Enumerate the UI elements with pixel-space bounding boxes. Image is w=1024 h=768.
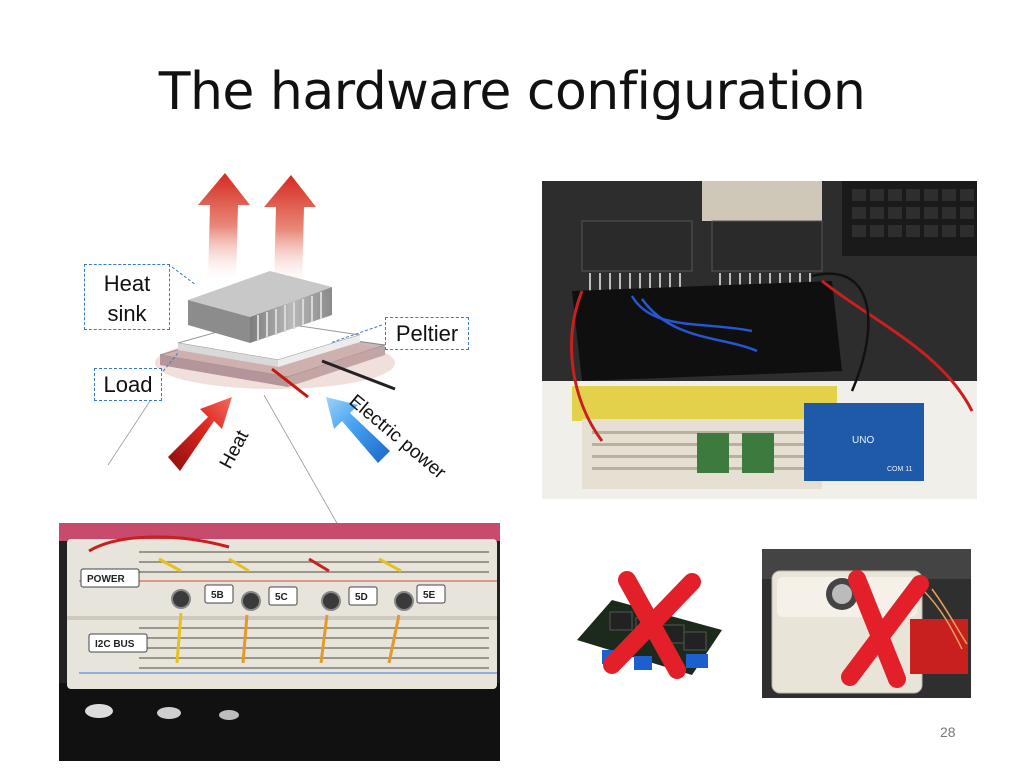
reject-mark-relay [603, 571, 701, 679]
arduino-board-label: UNO [852, 435, 874, 446]
power-label: POWER [87, 574, 126, 585]
heat-sink-graphic [188, 271, 332, 343]
setup-photo-graphic: UNO COM 11 [542, 181, 977, 499]
page-number: 28 [940, 724, 956, 740]
port-label-5d: 5D [355, 592, 368, 603]
breadboard-photo-graphic: POWER I2C BUS 5B 5C 5D 5E [59, 523, 500, 761]
slide-title: The hardware configuration [158, 62, 866, 122]
peltier-diagram: Heat Electric power Heat sink Peltier Lo… [60, 165, 490, 535]
port-label-5c: 5C [275, 592, 288, 603]
load-callout: Load [94, 368, 162, 401]
load-label: Load [103, 372, 153, 397]
heat-arrow: Heat [168, 397, 254, 472]
peltier-callout: Peltier [385, 317, 469, 350]
heat-sink-label: Heat sink [103, 271, 151, 326]
heat-label: Heat [216, 426, 254, 472]
electric-power-arrow: Electric power [326, 391, 450, 484]
setup-photo: UNO COM 11 [542, 181, 977, 499]
heat-dissipation-arrows [198, 173, 316, 285]
peltier-label: Peltier [395, 321, 459, 346]
reject-mark-fan [841, 570, 929, 688]
port-label-5e: 5E [423, 590, 436, 601]
port-label-5b: 5B [211, 590, 224, 601]
relay-board-photo [572, 570, 727, 680]
fan-enclosure-graphic [762, 549, 971, 698]
breadboard-photo: POWER I2C BUS 5B 5C 5D 5E [59, 523, 500, 761]
peltier-diagram-graphic: Heat Electric power [107, 173, 450, 526]
relay-board-graphic [577, 571, 722, 679]
heat-sink-callout: Heat sink [84, 264, 170, 330]
fan-enclosure-photo [762, 549, 971, 698]
arduino-com-label: COM 11 [887, 466, 913, 473]
i2c-bus-label: I2C BUS [95, 639, 135, 650]
